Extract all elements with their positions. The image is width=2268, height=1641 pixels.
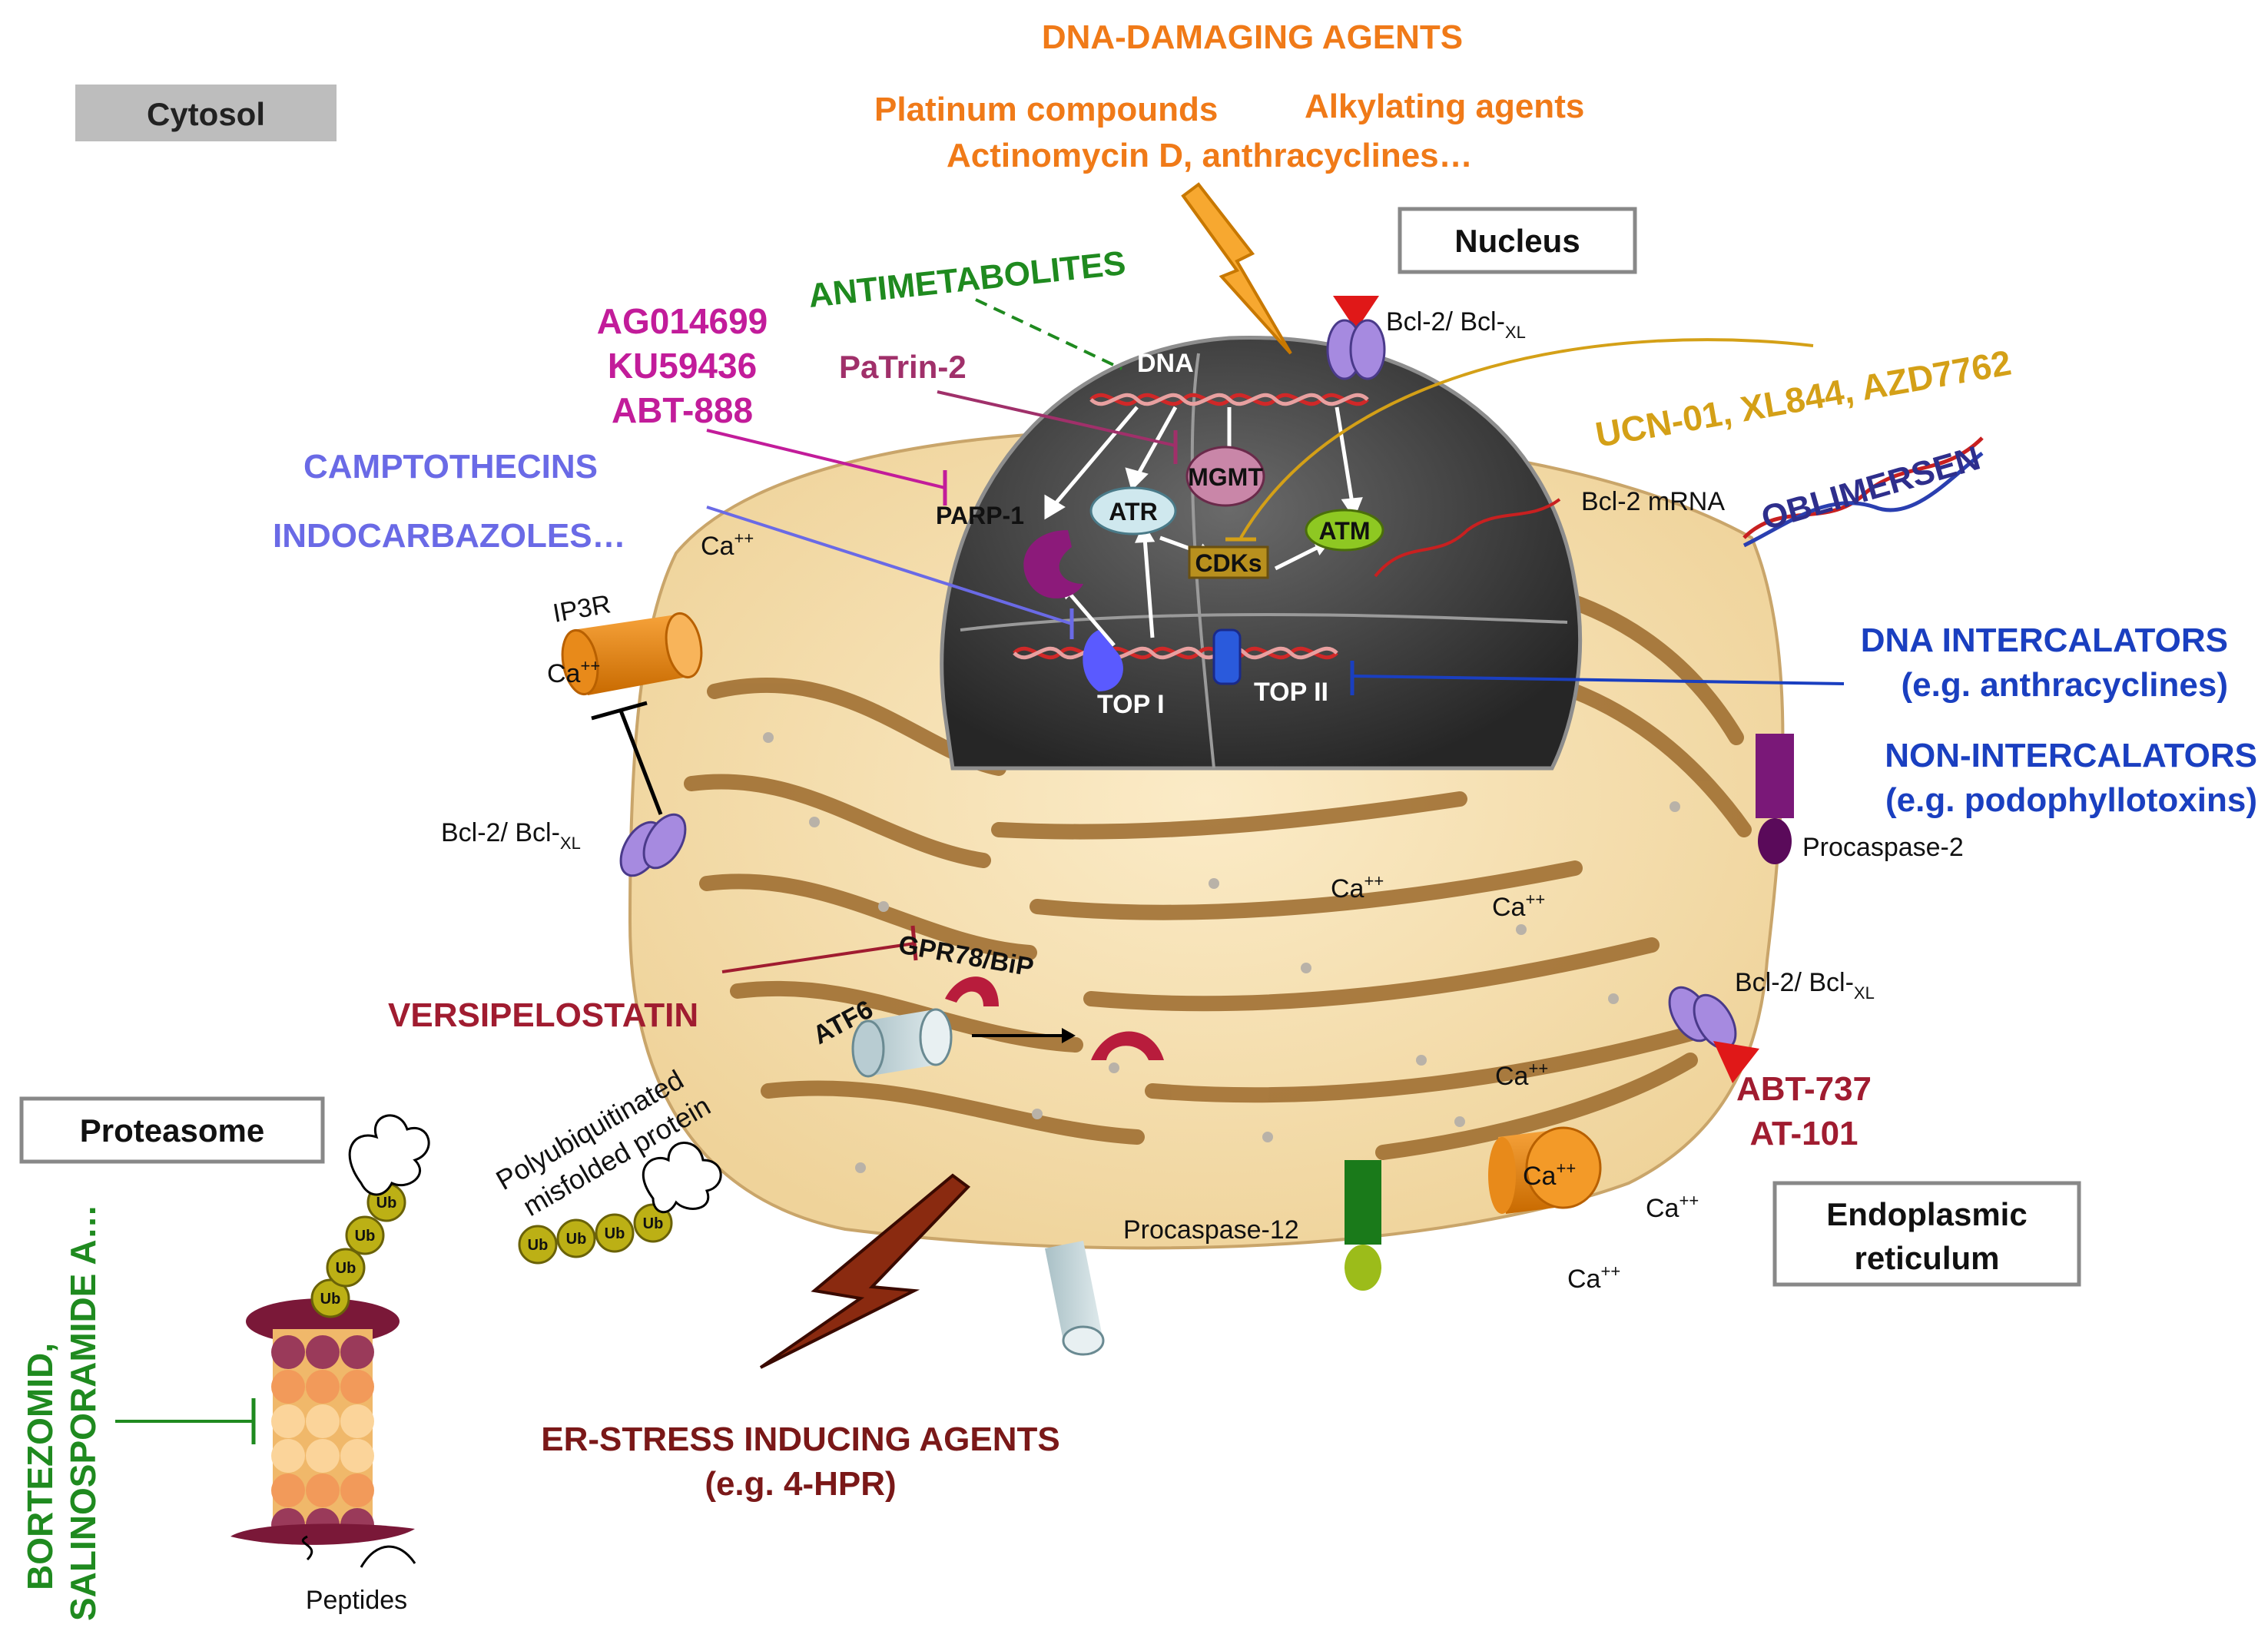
atf6-grp78-complex: [851, 976, 999, 1078]
ca-label-er-3: Ca++: [1495, 1059, 1548, 1091]
ub-label: Ub: [355, 1228, 376, 1245]
er-stress-example: (e.g. 4-HPR): [705, 1465, 896, 1503]
proteasome-illustration: [230, 1298, 416, 1568]
ub-label: Ub: [643, 1215, 664, 1232]
dna-helix-upper: [1089, 393, 1369, 406]
dna-label: DNA: [1137, 349, 1194, 378]
top1-label: TOP I: [1097, 690, 1165, 719]
ca-label-ip3r: Ca++: [547, 656, 600, 688]
top2-label: TOP II: [1254, 678, 1328, 707]
er-stress-lightning-icon: [759, 1173, 971, 1369]
mgmt-protein: [1185, 446, 1265, 507]
proteasome-label-box: Proteasome: [19, 1096, 325, 1164]
ca-channel-er: [1488, 1126, 1602, 1214]
grp78-released: [1091, 1031, 1164, 1060]
non-intercalators-example: (e.g. podophyllotoxins): [1885, 781, 2257, 819]
ca-label-cytosol-3: Ca++: [1567, 1261, 1620, 1294]
top1-protein: [1083, 630, 1123, 691]
cdks-label: CDKs: [1195, 549, 1262, 577]
proteasome-inhibitor-2: SALINOSPORAMIDE A…: [63, 1204, 103, 1621]
chk-inhibitors-label: UCN-01, XL844, AZD7762: [1593, 342, 2014, 454]
parp1-protein: [1023, 530, 1083, 598]
at101-label: AT-101: [1749, 1115, 1858, 1152]
non-intercalators-label: NON-INTERCALATORS: [1885, 737, 2257, 774]
ub-label: Ub: [336, 1260, 356, 1277]
ub-labels-proteasome: Ub Ub Ub Ub: [320, 1195, 397, 1308]
bcl2-dimer-left: [619, 813, 687, 877]
er-label-line2: reticulum: [1854, 1240, 1999, 1276]
indocarbazoles-label: INDOCARBAZOLES…: [273, 517, 626, 555]
procaspase-2: [1756, 734, 1794, 864]
ip3r-channel: [561, 612, 703, 696]
antimetabolites-label: ANTIMETABOLITES: [807, 244, 1128, 315]
cdks-box: [1188, 545, 1269, 579]
dna-damaging-actinomycin: Actinomycin D, anthracyclines…: [947, 137, 1473, 174]
bcl2-label-nucleus: Bcl-2/ Bcl-XL: [1386, 307, 1526, 342]
ubiquitin-chain-proteasome: [310, 1182, 406, 1318]
nucleus-label: Nucleus: [1454, 223, 1580, 259]
patrin-label: PaTrin-2: [839, 349, 967, 385]
procaspase2-label: Procaspase-2: [1802, 833, 1964, 862]
ub-label: Ub: [320, 1291, 341, 1308]
bcl2-mrna-label: Bcl-2 mRNA: [1581, 487, 1725, 516]
dna-damage-lightning-icon: [1181, 182, 1292, 355]
ub-label: Ub: [605, 1225, 625, 1242]
abt737-label: ABT-737: [1736, 1070, 1872, 1108]
atr-label: ATR: [1109, 498, 1157, 525]
proteasome-label: Proteasome: [80, 1112, 264, 1149]
ca-label-cytosol: Ca++: [701, 529, 754, 561]
peptides-label: Peptides: [306, 1586, 407, 1615]
atm-label: ATM: [1319, 517, 1371, 545]
cytosol-label: Cytosol: [147, 96, 265, 132]
proteasome-inhibitor-1: BORTEZOMID,: [20, 1343, 60, 1590]
er-label-line1: Endoplasmic: [1826, 1196, 2027, 1232]
bcl2-dimer-right: [1668, 986, 1759, 1083]
er-stress-label: ER-STRESS INDUCING AGENTS: [541, 1421, 1060, 1458]
ub-label: Ub: [566, 1231, 587, 1248]
dna-helix-lower: [1013, 646, 1338, 660]
ca-label-er-1: Ca++: [1331, 871, 1384, 903]
ub-label: Ub: [376, 1195, 397, 1212]
bcl2-label-right: Bcl-2/ Bcl-XL: [1735, 968, 1875, 1003]
dna-damaging-platinum: Platinum compounds: [874, 91, 1218, 128]
ca-label-er-2: Ca++: [1492, 890, 1545, 922]
bcl2-dimer-nucleus: [1326, 296, 1386, 380]
ip3r-label: IP3R: [551, 589, 613, 628]
oblimersen-label: OBLIMERSEN: [1757, 439, 1984, 538]
parp-inhibitor-1: AG014699: [597, 301, 768, 341]
versipelostatin-label: VERSIPELOSTATIN: [388, 996, 698, 1034]
nucleus-label-box: Nucleus: [1398, 207, 1637, 274]
parp1-label: PARP-1: [936, 502, 1024, 529]
mgmt-label: MGMT: [1188, 463, 1263, 491]
ub-labels-free: Ub Ub Ub Ub: [528, 1215, 664, 1254]
inhibition-lines: [115, 298, 1845, 1444]
cytosol-label-box: Cytosol: [75, 85, 337, 141]
oblimersen-strand: [1742, 436, 1984, 548]
ca-label-cytosol-2: Ca++: [1646, 1191, 1699, 1223]
top2-protein: [1212, 628, 1242, 685]
dna-intercalators-example: (e.g. anthracyclines): [1902, 666, 2228, 704]
er-label-box: Endoplasmic reticulum: [1772, 1181, 2081, 1287]
procaspase12-label: Procaspase-12: [1123, 1215, 1299, 1245]
ub-label: Ub: [528, 1237, 549, 1254]
ca-label-channel: Ca++: [1523, 1159, 1576, 1191]
grp78-release-arrowhead: [1062, 1028, 1076, 1043]
camptothecins-label: CAMPTOTHECINS: [303, 448, 598, 486]
dna-damaging-alkylating: Alkylating agents: [1305, 88, 1584, 125]
dna-damaging-title: DNA-DAMAGING AGENTS: [1042, 18, 1463, 56]
atm-protein: [1305, 509, 1384, 552]
atf6-cleaved: [1045, 1241, 1105, 1356]
parp-inhibitor-3: ABT-888: [612, 390, 753, 430]
parp-inhibitor-2: KU59436: [608, 346, 757, 386]
atr-protein: [1089, 486, 1177, 535]
procaspase-12: [1345, 1160, 1381, 1291]
dna-intercalators-label: DNA INTERCALATORS: [1861, 622, 2228, 659]
misfolded-protein-top: [348, 1114, 430, 1196]
bcl2-mrna-strand: [1374, 498, 1561, 578]
misfolded-protein-free: [642, 1142, 722, 1213]
bcl2-label-left: Bcl-2/ Bcl-XL: [441, 818, 581, 853]
